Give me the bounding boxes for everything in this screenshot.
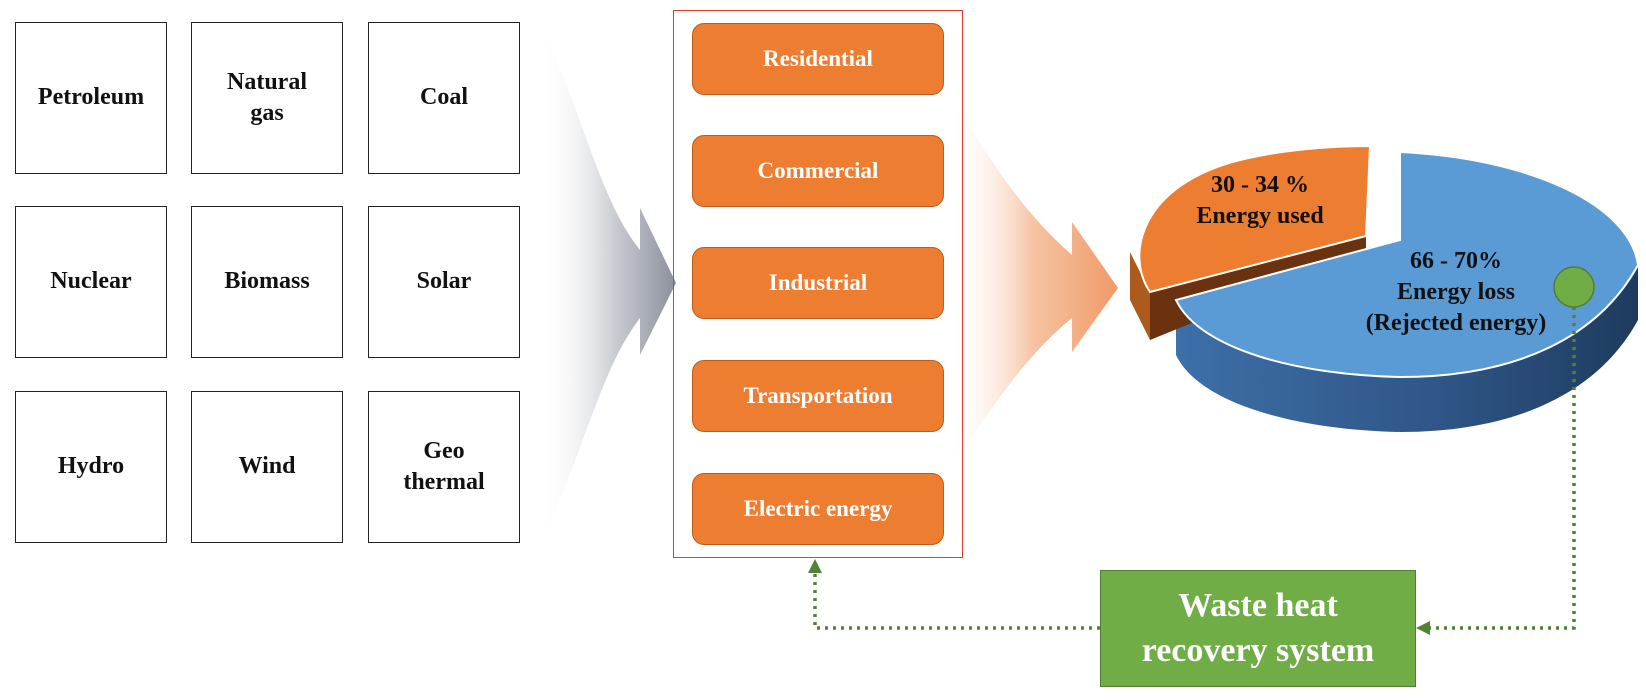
sector-industrial: Industrial (692, 247, 944, 319)
source-label: Hydro (57, 453, 125, 480)
pie-slice-used (1138, 144, 1372, 294)
sector-transportation: Transportation (692, 360, 944, 432)
source-solar: Solar (368, 206, 520, 358)
sector-electric-energy: Electric energy (692, 473, 944, 545)
source-label: Nuclear (50, 268, 132, 295)
recovery-to-sectors-connector (813, 568, 1100, 630)
sector-label: Industrial (768, 270, 868, 295)
sector-label: Residential (763, 46, 873, 71)
energy-source-grid: Petroleum Natural gas Coal Nuclear Bioma… (0, 0, 540, 560)
loss-to-recovery-connector (1425, 307, 1576, 630)
source-coal: Coal (368, 22, 520, 174)
source-label: Biomass (224, 268, 310, 295)
pie-used-label: 30 - 34 % Energy used (1180, 170, 1340, 232)
loss-to-recovery-arrowhead (1416, 621, 1430, 635)
pie-loss-side (1176, 265, 1638, 432)
end-use-sector-panel: Residential Commercial Industrial Transp… (673, 10, 963, 558)
source-petroleum: Petroleum (15, 22, 167, 174)
sector-commercial: Commercial (692, 135, 944, 207)
source-label: Solar (416, 268, 472, 295)
sectors-to-pie-arrow (948, 92, 1118, 470)
source-wind: Wind (191, 391, 343, 543)
pie-loss-percent: 66 - 70% (1410, 248, 1502, 274)
source-hydro: Hydro (15, 391, 167, 543)
sector-label: Commercial (757, 158, 879, 183)
waste-heat-recovery-box: Waste heat recovery system (1100, 570, 1416, 687)
pie-used-text: Energy used (1196, 203, 1324, 230)
source-label: Petroleum (37, 84, 145, 111)
sector-label: Transportation (743, 383, 893, 408)
sector-label: Electric energy (743, 496, 893, 521)
pie-used-side (1130, 252, 1150, 340)
source-natural-gas: Natural gas (191, 22, 343, 174)
source-biomass: Biomass (191, 206, 343, 358)
pie-loss-subtext: (Rejected energy) (1365, 310, 1547, 337)
source-label: Natural gas (227, 68, 307, 126)
source-nuclear: Nuclear (15, 206, 167, 358)
sources-to-sectors-arrow (540, 22, 676, 545)
sector-residential: Residential (692, 23, 944, 95)
source-label: Wind (238, 453, 296, 480)
source-label: Geo thermal (403, 437, 485, 495)
source-label: Coal (420, 84, 468, 111)
recovery-to-sectors-arrowhead (808, 559, 822, 573)
source-geothermal: Geo thermal (368, 391, 520, 543)
pie-loss-label: 66 - 70% Energy loss (Rejected energy) (1346, 246, 1566, 340)
pie-used-percent: 30 - 34 % (1211, 172, 1309, 198)
pie-slice-loss (1174, 150, 1640, 379)
pie-loss-text: Energy loss (1396, 279, 1515, 306)
waste-heat-recovery-label: Waste heat recovery system (1141, 587, 1375, 669)
